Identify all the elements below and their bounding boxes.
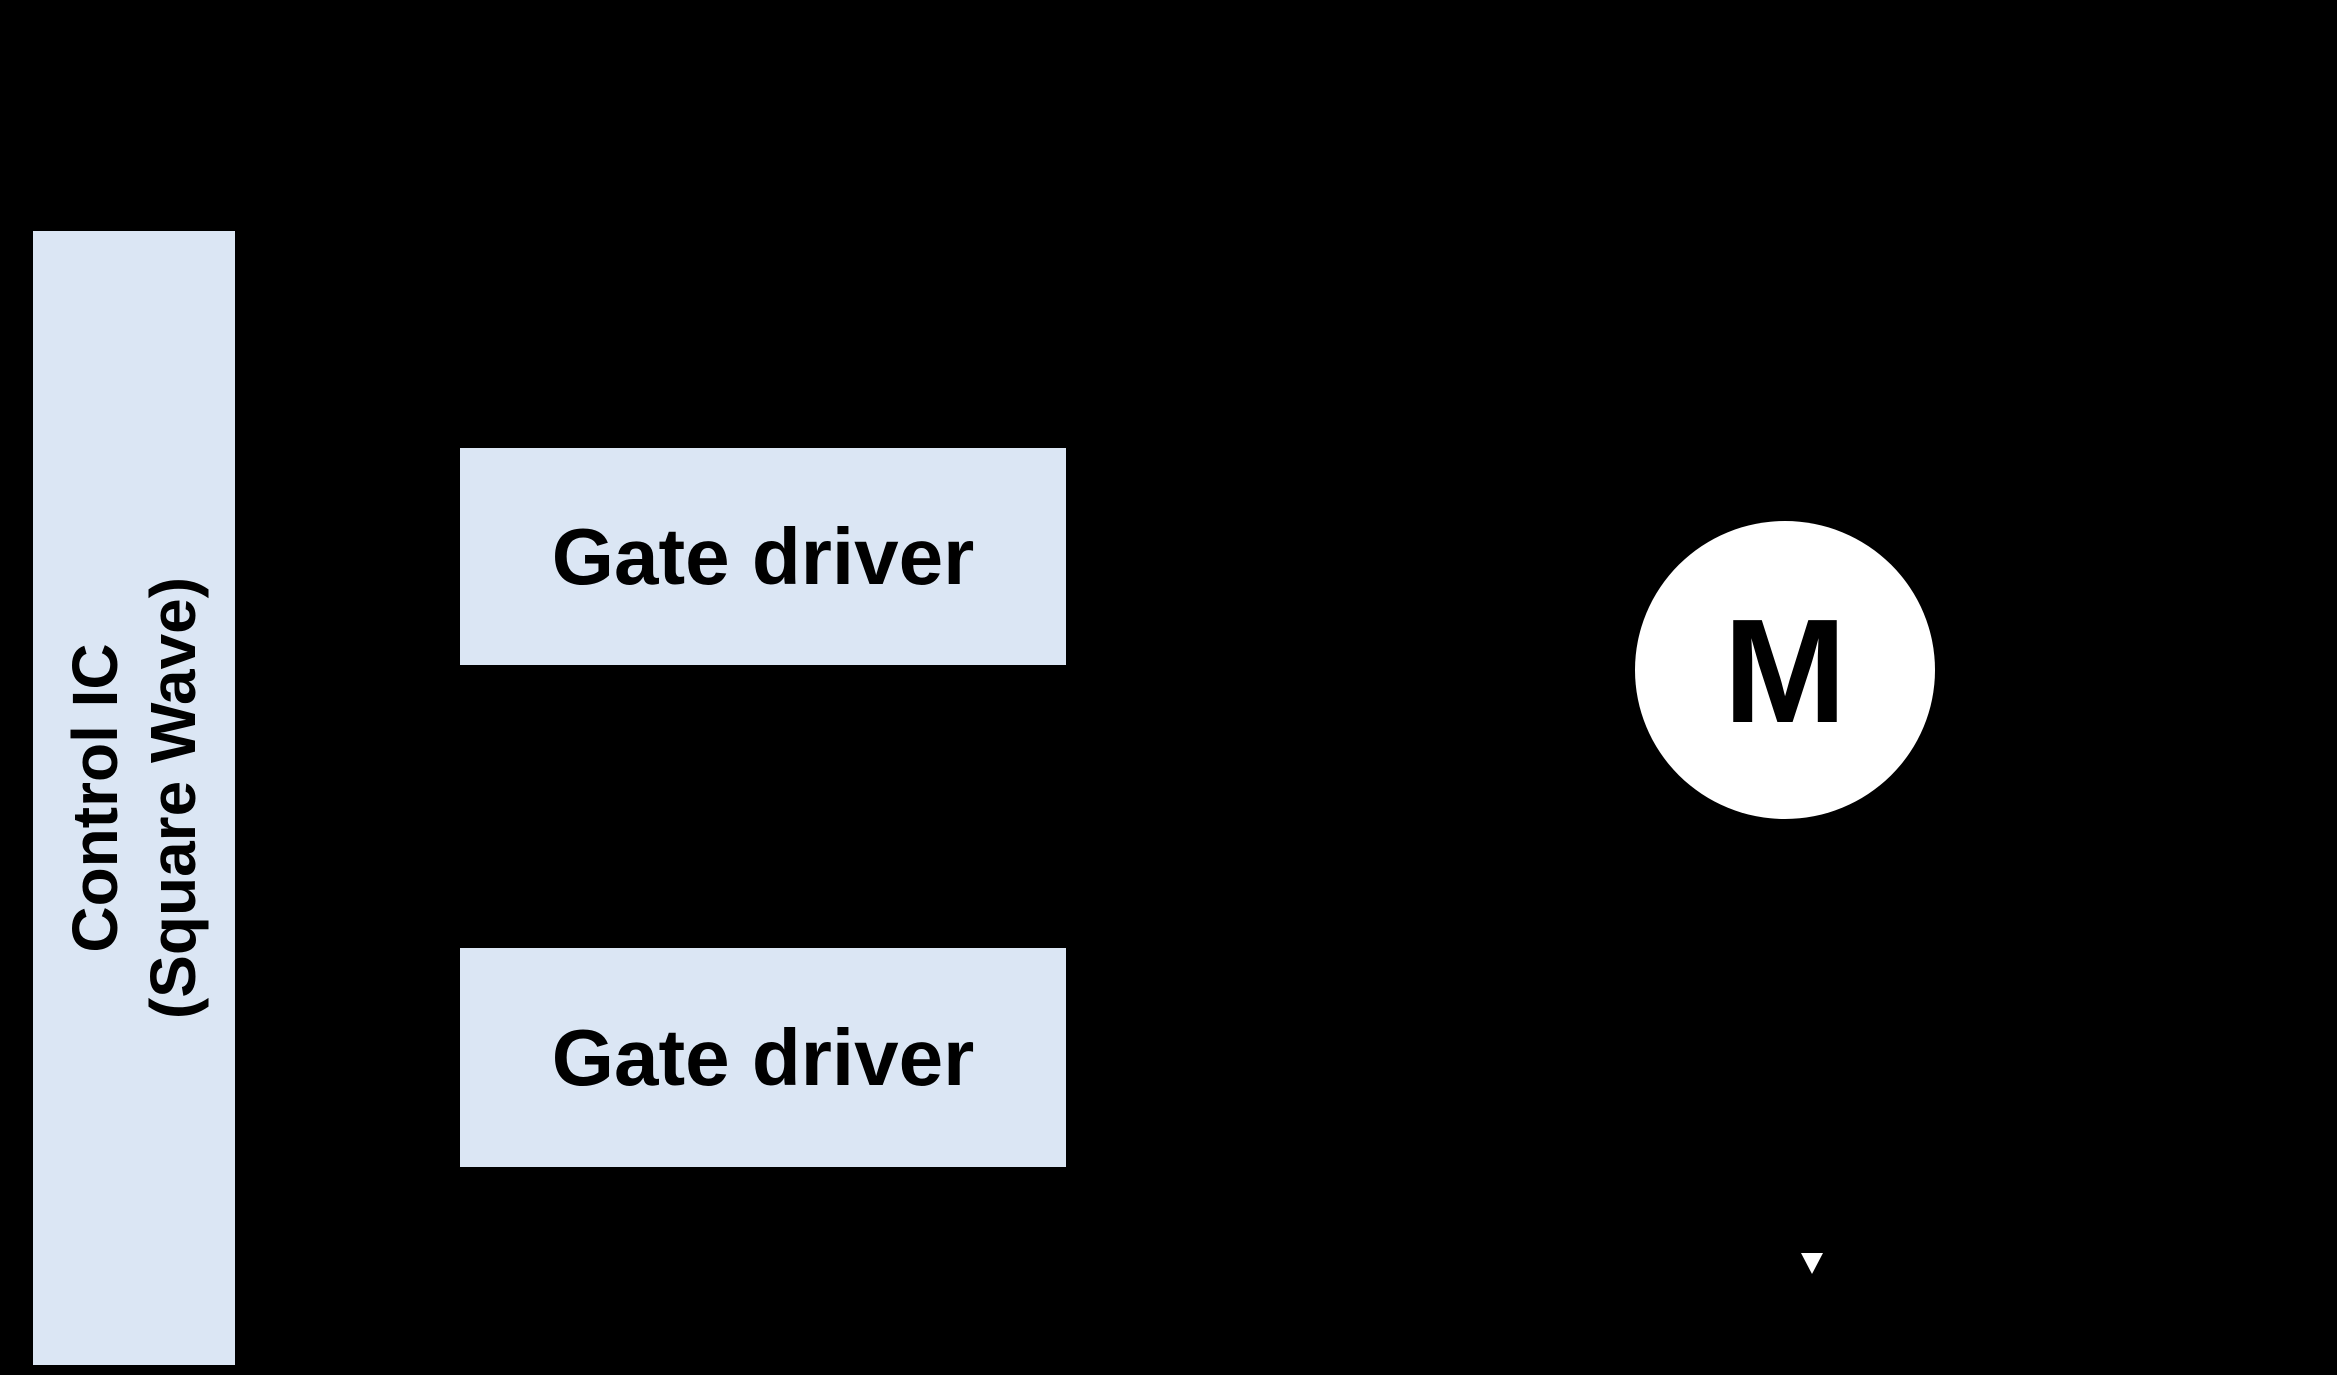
control-ic-label: Control IC (Square Wave) [56,577,212,1019]
control-ic-block: Control IC (Square Wave) [33,231,235,1365]
gate-driver-label: Gate driver [551,511,975,601]
control-ic-label-line1: Control IC [58,643,131,953]
control-ic-label-line2: (Square Wave) [137,576,209,1020]
gate-driver-label: Gate driver [551,1012,975,1102]
motor-label: M [1723,589,1847,754]
motor-symbol: M [1635,521,1935,819]
gate-driver-block-bottom: Gate driver [460,948,1066,1167]
arrowhead-down-icon [1801,1253,1823,1274]
gate-driver-block-top: Gate driver [460,448,1066,665]
